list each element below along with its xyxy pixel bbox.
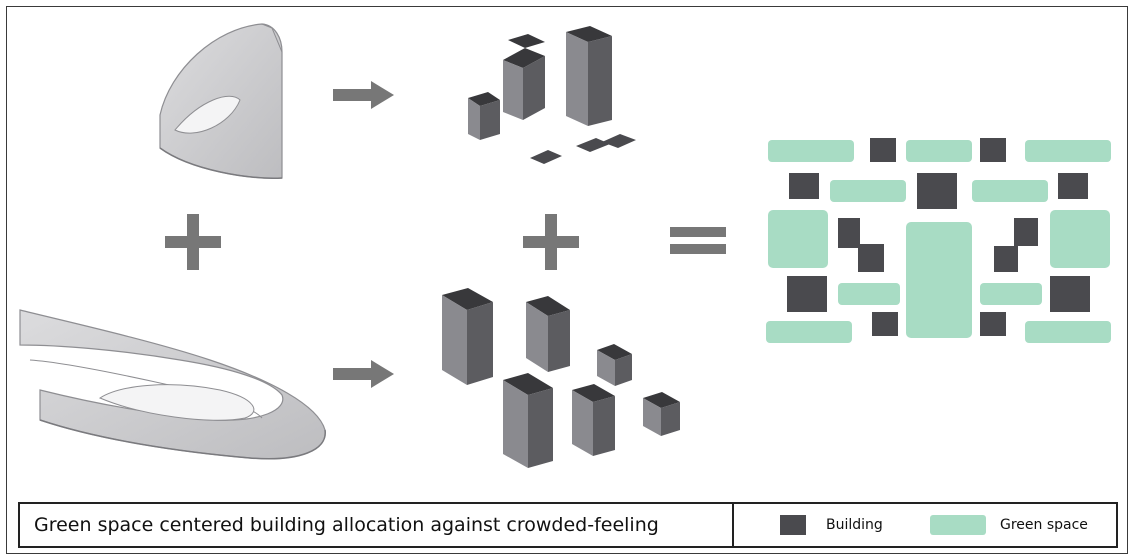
building bbox=[980, 138, 1006, 162]
right-arrow-icon bbox=[333, 360, 394, 388]
building bbox=[994, 218, 1038, 272]
green-space bbox=[972, 180, 1048, 202]
green-space bbox=[768, 210, 828, 268]
caption-bar: Green space centered building allocation… bbox=[18, 502, 1118, 548]
green-space bbox=[906, 140, 972, 162]
green-space bbox=[766, 321, 852, 343]
building bbox=[1058, 173, 1088, 199]
building bbox=[872, 312, 898, 336]
green-space bbox=[906, 222, 972, 338]
building bbox=[789, 173, 819, 199]
figure-frame bbox=[6, 6, 1128, 554]
diagram-canvas bbox=[19, 23, 1111, 468]
legend-green-label: Green space bbox=[1000, 517, 1088, 533]
green-space bbox=[980, 283, 1042, 305]
building bbox=[980, 312, 1006, 336]
equals-icon bbox=[670, 227, 726, 254]
building bbox=[787, 276, 827, 312]
green-space bbox=[768, 140, 854, 162]
green-space bbox=[830, 180, 906, 202]
building-cluster-bottom bbox=[442, 288, 680, 468]
green-space bbox=[1050, 210, 1110, 268]
building bbox=[838, 218, 884, 272]
plus-icon bbox=[165, 214, 221, 270]
curved-wall-bottom bbox=[19, 309, 326, 460]
caption-text: Green space centered building allocation… bbox=[34, 514, 659, 536]
building bbox=[870, 138, 896, 162]
legend-green-swatch bbox=[930, 515, 986, 535]
legend-building-label: Building bbox=[826, 517, 883, 533]
building bbox=[917, 173, 957, 209]
legend-building-swatch bbox=[780, 515, 806, 535]
green-space bbox=[838, 283, 900, 305]
site-plan-result bbox=[766, 138, 1111, 343]
plus-icon bbox=[523, 214, 579, 270]
caption-divider bbox=[732, 504, 734, 546]
green-space bbox=[1025, 321, 1111, 343]
building bbox=[1050, 276, 1090, 312]
building-cluster-top bbox=[468, 26, 636, 164]
right-arrow-icon bbox=[333, 81, 394, 109]
curved-form-top bbox=[159, 23, 283, 179]
green-space bbox=[1025, 140, 1111, 162]
